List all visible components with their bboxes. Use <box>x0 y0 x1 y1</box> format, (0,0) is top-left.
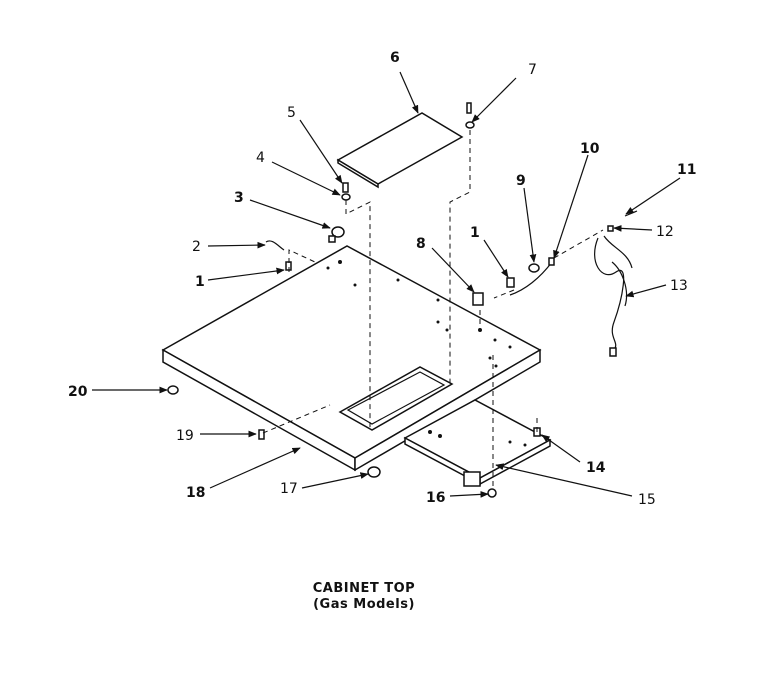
callout-6: 6 <box>390 50 400 66</box>
callout-19: 19 <box>176 428 194 444</box>
callout-14: 14 <box>586 460 606 476</box>
callout-11: 11 <box>677 162 696 178</box>
callout-13: 13 <box>670 278 688 294</box>
callout-10: 10 <box>580 141 600 157</box>
callout-16: 16 <box>426 490 445 506</box>
callout-1-right: 1 <box>470 225 480 241</box>
cabinet-top-panel <box>161 245 542 472</box>
callout-labels: 6 7 5 4 3 2 1 8 1 9 10 11 12 13 14 15 16… <box>68 50 696 508</box>
callout-3: 3 <box>234 190 244 206</box>
callout-15: 15 <box>638 492 656 508</box>
diagram-subtitle: (Gas Models) <box>313 597 415 612</box>
callout-1-left: 1 <box>195 274 205 290</box>
small-parts <box>167 102 638 498</box>
callout-8: 8 <box>416 236 426 252</box>
callout-4: 4 <box>256 150 265 166</box>
diagram-caption: CABINET TOP (Gas Models) <box>313 581 415 612</box>
callout-17: 17 <box>280 481 298 497</box>
callout-12: 12 <box>656 224 674 240</box>
diagram-title: CABINET TOP <box>313 581 415 596</box>
callout-9: 9 <box>516 173 526 189</box>
cover-plate <box>336 112 464 189</box>
callout-2: 2 <box>192 239 201 255</box>
callout-7: 7 <box>528 62 537 78</box>
callout-5: 5 <box>287 105 296 121</box>
callout-20: 20 <box>68 384 88 400</box>
callout-18: 18 <box>186 485 205 501</box>
assembly-lines <box>262 130 604 488</box>
leader-lines <box>92 71 681 498</box>
